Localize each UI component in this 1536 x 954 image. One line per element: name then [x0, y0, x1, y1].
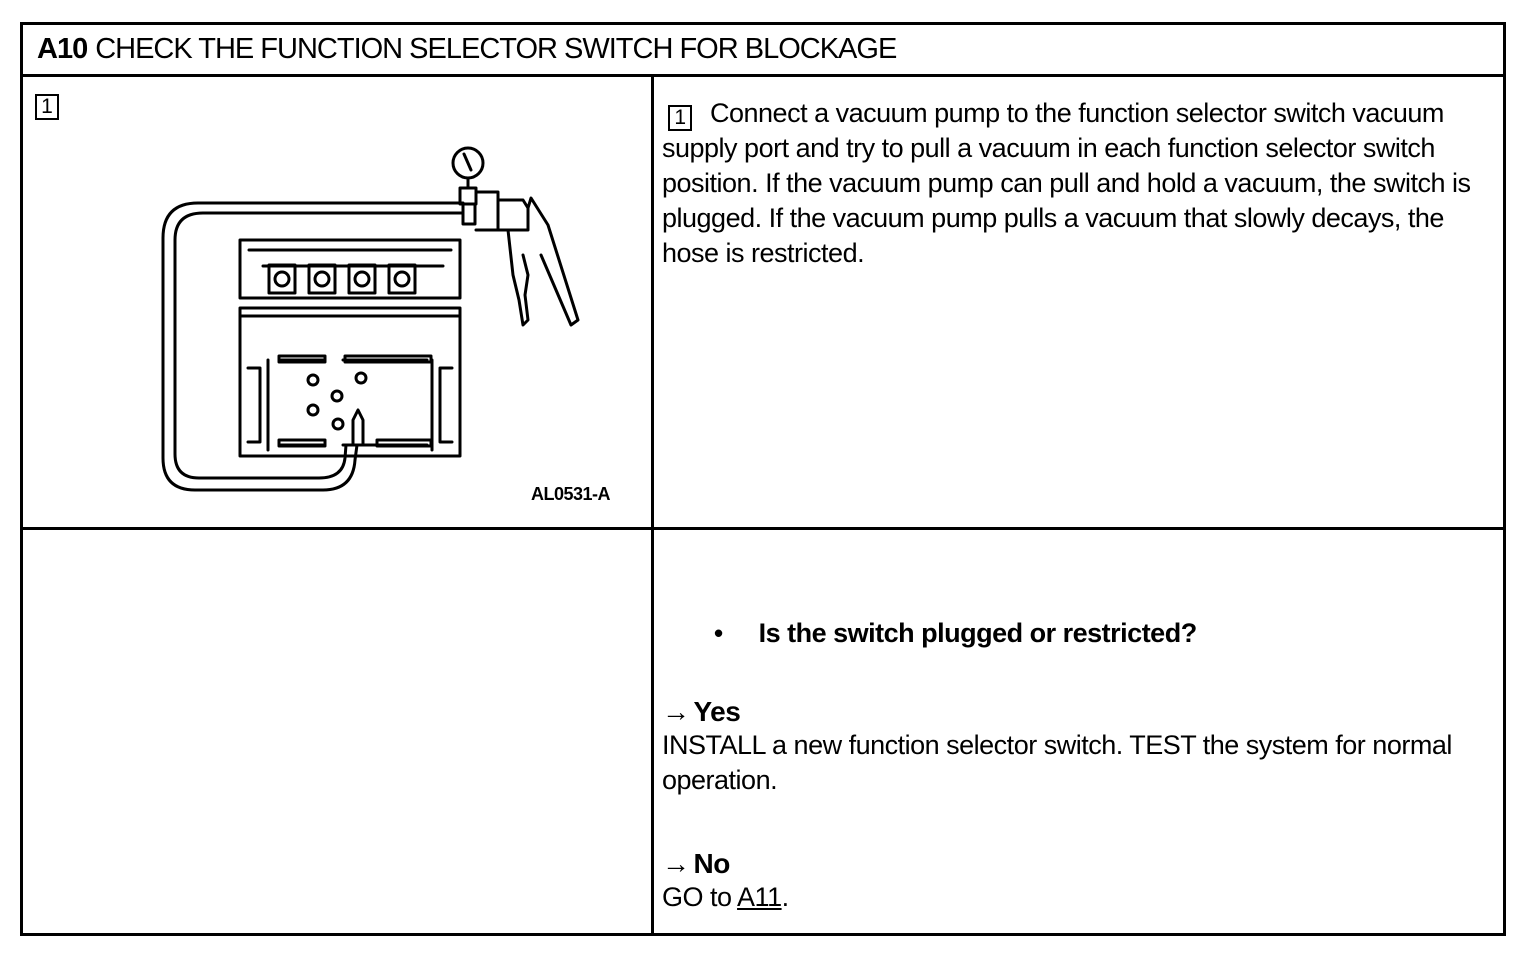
diagnostic-table: A10 CHECK THE FUNCTION SELECTOR SWITCH F…	[20, 22, 1506, 936]
step-id: A10	[37, 33, 88, 65]
answer-no: →No GO to A11.	[662, 848, 789, 915]
arrow-right-icon: →	[662, 696, 690, 727]
answer-yes-label: Yes	[693, 696, 741, 727]
answer-no-prefix: GO to	[662, 882, 738, 912]
question: • Is the switch plugged or restricted?	[714, 618, 1197, 649]
answer-no-label: No	[693, 848, 731, 879]
arrow-right-icon: →	[662, 848, 690, 879]
question-cell: • Is the switch plugged or restricted? →…	[654, 530, 1506, 936]
question-text: Is the switch plugged or restricted?	[758, 618, 1198, 648]
row-divider	[23, 527, 1503, 530]
go-to-a11-link[interactable]: A11	[737, 882, 782, 912]
answer-yes-text: INSTALL a new function selector switch. …	[662, 730, 1452, 795]
instruction-text: Connect a vacuum pump to the function se…	[662, 98, 1471, 268]
step-title: CHECK THE FUNCTION SELECTOR SWITCH FOR B…	[95, 33, 897, 65]
table-title-row: A10 CHECK THE FUNCTION SELECTOR SWITCH F…	[23, 25, 1503, 77]
bullet-icon: •	[714, 618, 723, 648]
instruction-step-number: 1	[668, 105, 692, 131]
figure-cell: 1	[23, 80, 651, 527]
answer-no-text: GO to A11.	[662, 880, 789, 915]
answer-yes: →Yes INSTALL a new function selector swi…	[662, 696, 1502, 798]
column-divider	[651, 77, 654, 933]
vacuum-pump-switch-illustration	[161, 146, 580, 492]
answer-no-suffix: .	[781, 882, 790, 912]
figure-code: AL0531-A	[531, 484, 611, 504]
figure-step-number: 1	[35, 94, 59, 120]
